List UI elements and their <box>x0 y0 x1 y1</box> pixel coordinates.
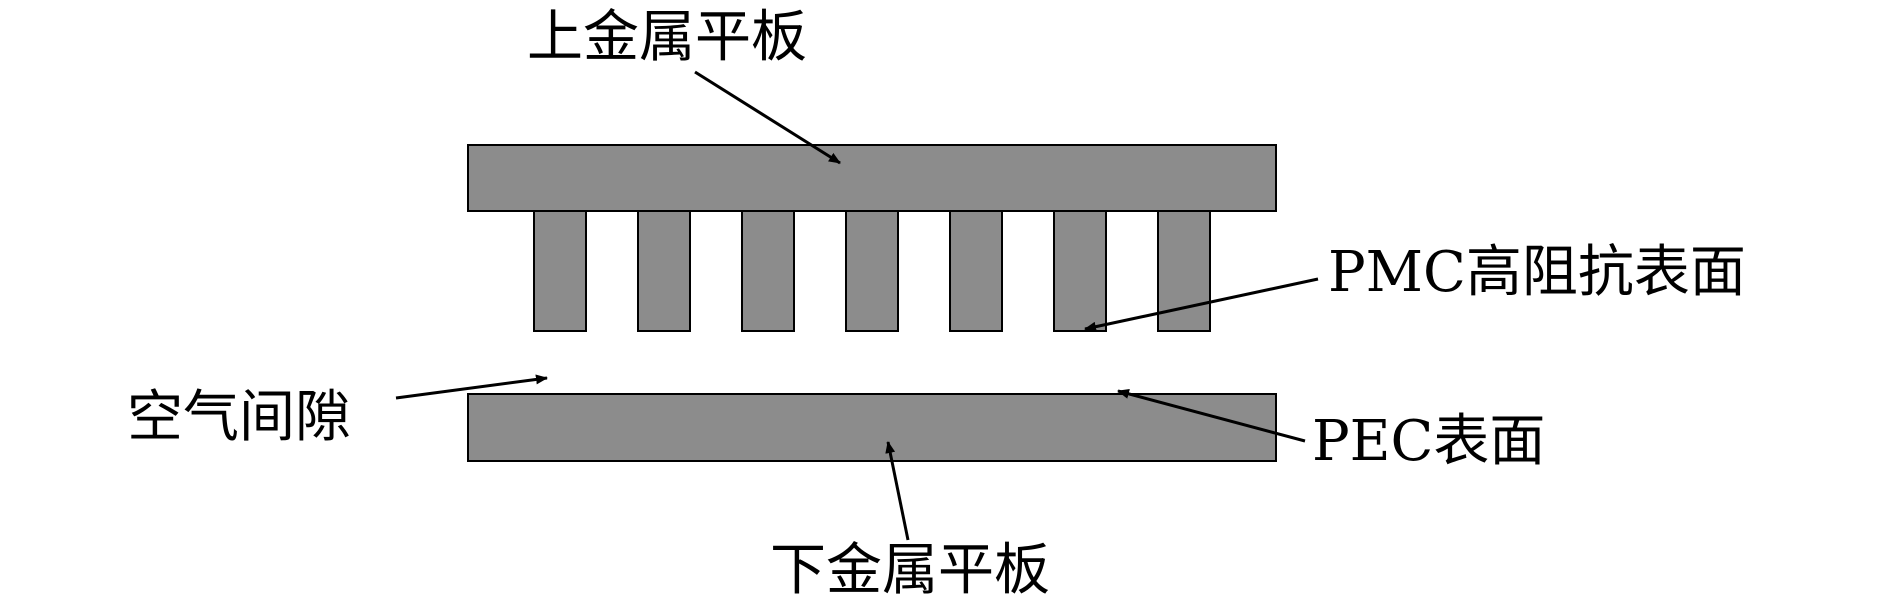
pec-surface-label: PEC表面 <box>1312 409 1546 474</box>
top-metal-plate <box>467 144 1277 212</box>
bottom-plate-arrow <box>885 441 910 541</box>
bottom-metal-plate <box>467 393 1277 462</box>
pmc-pin <box>637 210 691 332</box>
pmc-pin <box>533 210 587 332</box>
pmc-pin <box>1053 210 1107 332</box>
pmc-pin <box>741 210 795 332</box>
pmc-pin <box>845 210 899 332</box>
air-gap-arrow <box>395 374 548 400</box>
bottom-plate-label: 下金属平板 <box>770 538 1050 603</box>
top-plate-arrow <box>694 70 841 165</box>
top-plate-label: 上金属平板 <box>527 5 807 70</box>
air-gap-label: 空气间隙 <box>127 385 351 450</box>
pmc-surface-label: PMC高阻抗表面 <box>1328 240 1746 305</box>
pmc-pin-group <box>533 210 1211 332</box>
pec-surface-arrow <box>1117 389 1306 443</box>
pmc-surface-arrow <box>1084 277 1319 332</box>
pmc-pin <box>949 210 1003 332</box>
